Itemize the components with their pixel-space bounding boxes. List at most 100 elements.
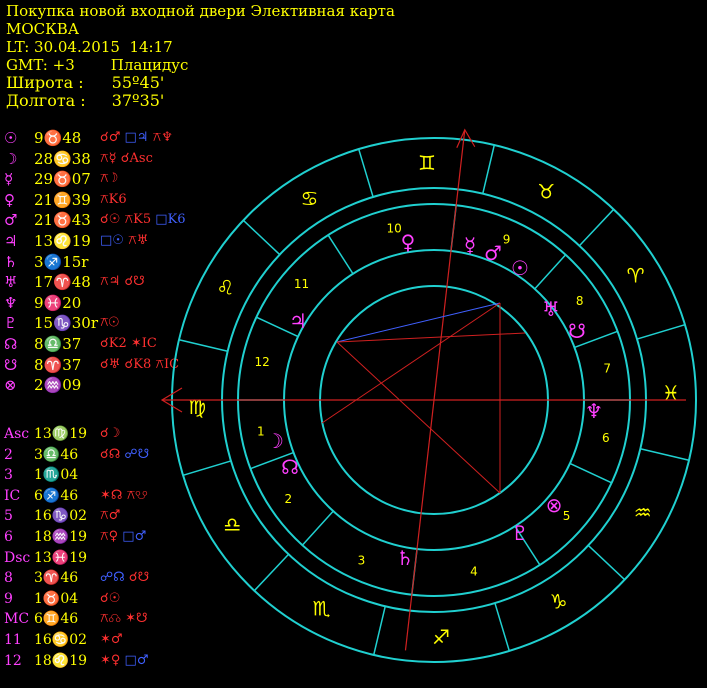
house-position: 18♒19 xyxy=(34,528,88,545)
house-system: Плацидус xyxy=(110,56,189,74)
planet-row: ♅17♈48⚻♃ ☌☋ xyxy=(4,272,190,293)
planet-symbol: ♀ xyxy=(4,190,15,209)
gmt-row: GMT: +3 Плацидус xyxy=(6,56,395,74)
house-cusp xyxy=(569,462,612,484)
planet-position: 8♎37 xyxy=(34,334,82,353)
house-cusp xyxy=(327,234,354,275)
planet-aspect: ⚻K5 xyxy=(124,212,156,228)
house-number: 5 xyxy=(563,509,571,523)
house-position: 16♋02 xyxy=(34,631,88,648)
planet-aspect: ⚻☉ xyxy=(100,315,124,331)
planet-aspect: ⚻K6 xyxy=(100,191,131,207)
house-number: 10 xyxy=(386,222,401,236)
house-symbol: Dsc xyxy=(4,549,31,566)
zodiac-sign-glyph: ♎ xyxy=(223,513,241,537)
planet-aspect: ⚻☿ xyxy=(100,150,121,166)
planet-position: 13♌19 xyxy=(34,231,91,250)
local-time: LT: 30.04.2015 14:17 xyxy=(6,38,173,56)
planet-symbol: ♂ xyxy=(4,211,18,230)
planet-position: 21♊39 xyxy=(34,190,91,209)
aspect-line xyxy=(336,341,501,494)
planet-aspect: □☉ xyxy=(100,232,129,248)
sign-divider xyxy=(242,219,281,256)
planet-glyph: ☽ xyxy=(266,429,284,453)
planet-aspect: ☌♂ xyxy=(100,130,125,145)
planet-aspect: ☌K8 xyxy=(124,356,156,372)
house-symbol: 5 xyxy=(4,508,13,525)
house-symbol: IC xyxy=(4,487,21,504)
planet-glyph: ☉ xyxy=(511,256,529,280)
sign-divider xyxy=(482,144,496,194)
planet-symbol: ☉ xyxy=(4,129,18,147)
planet-row: ♆ 9♓20 xyxy=(4,293,190,314)
planet-row: ♃ 13♌19 □☉ ⚻♅ xyxy=(4,231,190,252)
planet-symbol: ♇ xyxy=(4,314,18,333)
asc-arrow xyxy=(160,387,183,413)
planet-position: 2♒09 xyxy=(34,376,82,395)
aspect-line xyxy=(321,302,501,424)
house-symbol: 11 xyxy=(4,631,22,648)
planet-aspect: □K6 xyxy=(155,212,190,228)
house-cusp xyxy=(574,330,618,349)
planet-glyph: ♂ xyxy=(484,241,502,265)
house-aspect: ☍☊ xyxy=(100,570,129,586)
house-position: 16♑02 xyxy=(34,508,88,525)
planet-position: 17♈48 xyxy=(34,273,91,292)
house-number: 1 xyxy=(257,424,265,438)
planet-symbol: ⊗ xyxy=(4,376,17,395)
planet-glyph: ♀ xyxy=(401,230,416,254)
planet-row: ♀ 21♊39 ⚻K6 xyxy=(4,190,190,211)
house-position: 6♐46 xyxy=(34,487,79,504)
house-aspect: ⚻☋ xyxy=(126,487,152,503)
house-aspect: ☌☽ xyxy=(100,426,125,441)
house-aspect: ✶♀ xyxy=(100,652,125,668)
planet-row: ♄3♐15r xyxy=(4,252,190,273)
planet-aspect: ⚻♅ xyxy=(128,232,153,248)
planet-symbol: ♅ xyxy=(4,273,18,292)
zodiac-sign-glyph: ♌ xyxy=(216,276,234,300)
house-position: 13♓19 xyxy=(34,549,88,566)
planet-table: ☉9♉48☌♂ □♃ ⚻♆ ☽28♋38⚻☿ ☌Asc ☿29♉07⚻☽ ♀21… xyxy=(4,128,190,396)
house-cusp xyxy=(514,525,541,566)
house-number: 6 xyxy=(602,431,610,445)
planet-aspect: ⚻♆ xyxy=(152,130,178,145)
house-symbol: 6 xyxy=(4,528,13,545)
planet-aspect: ⚻♃ xyxy=(100,274,125,290)
planet-symbol: ☿ xyxy=(4,170,14,189)
longitude-value: 37º35' xyxy=(111,91,165,110)
planet-glyph: ☋ xyxy=(568,319,586,343)
planet-position: 9♓20 xyxy=(34,293,82,312)
planet-glyph: ♃ xyxy=(289,309,307,333)
house-symbol: Asc xyxy=(4,426,30,442)
zodiac-sign-glyph: ♍ xyxy=(188,395,206,419)
house-number: 2 xyxy=(285,492,293,506)
sign-divider xyxy=(178,338,228,352)
house-symbol: 9 xyxy=(4,590,13,607)
gmt: GMT: +3 xyxy=(6,56,75,74)
planet-aspect: □♃ xyxy=(124,130,153,145)
planet-aspect: ☌☉ xyxy=(100,212,125,228)
house-symbol: 12 xyxy=(4,652,22,669)
sign-divider xyxy=(494,602,511,652)
zodiac-sign-glyph: ♈ xyxy=(627,263,645,287)
house-position: 3♎46 xyxy=(34,446,79,463)
house-position: 1♉04 xyxy=(34,590,79,607)
city: МОСКВА xyxy=(6,20,80,38)
house-number: 7 xyxy=(603,362,611,376)
sign-divider xyxy=(357,148,374,198)
planet-symbol: ☽ xyxy=(4,149,18,168)
zodiac-sign-glyph: ♋ xyxy=(300,186,318,210)
planet-symbol: ♃ xyxy=(4,231,18,250)
planet-symbol: ♆ xyxy=(4,293,18,312)
house-aspect: ☌☋ xyxy=(128,570,154,586)
house-symbol: MC xyxy=(4,611,30,628)
planet-row: ⊗ 2♒09 xyxy=(4,375,190,396)
mc-arrow xyxy=(456,128,476,148)
planet-symbol: ♄ xyxy=(4,252,18,271)
zodiac-sign-glyph: ♉ xyxy=(537,179,555,203)
